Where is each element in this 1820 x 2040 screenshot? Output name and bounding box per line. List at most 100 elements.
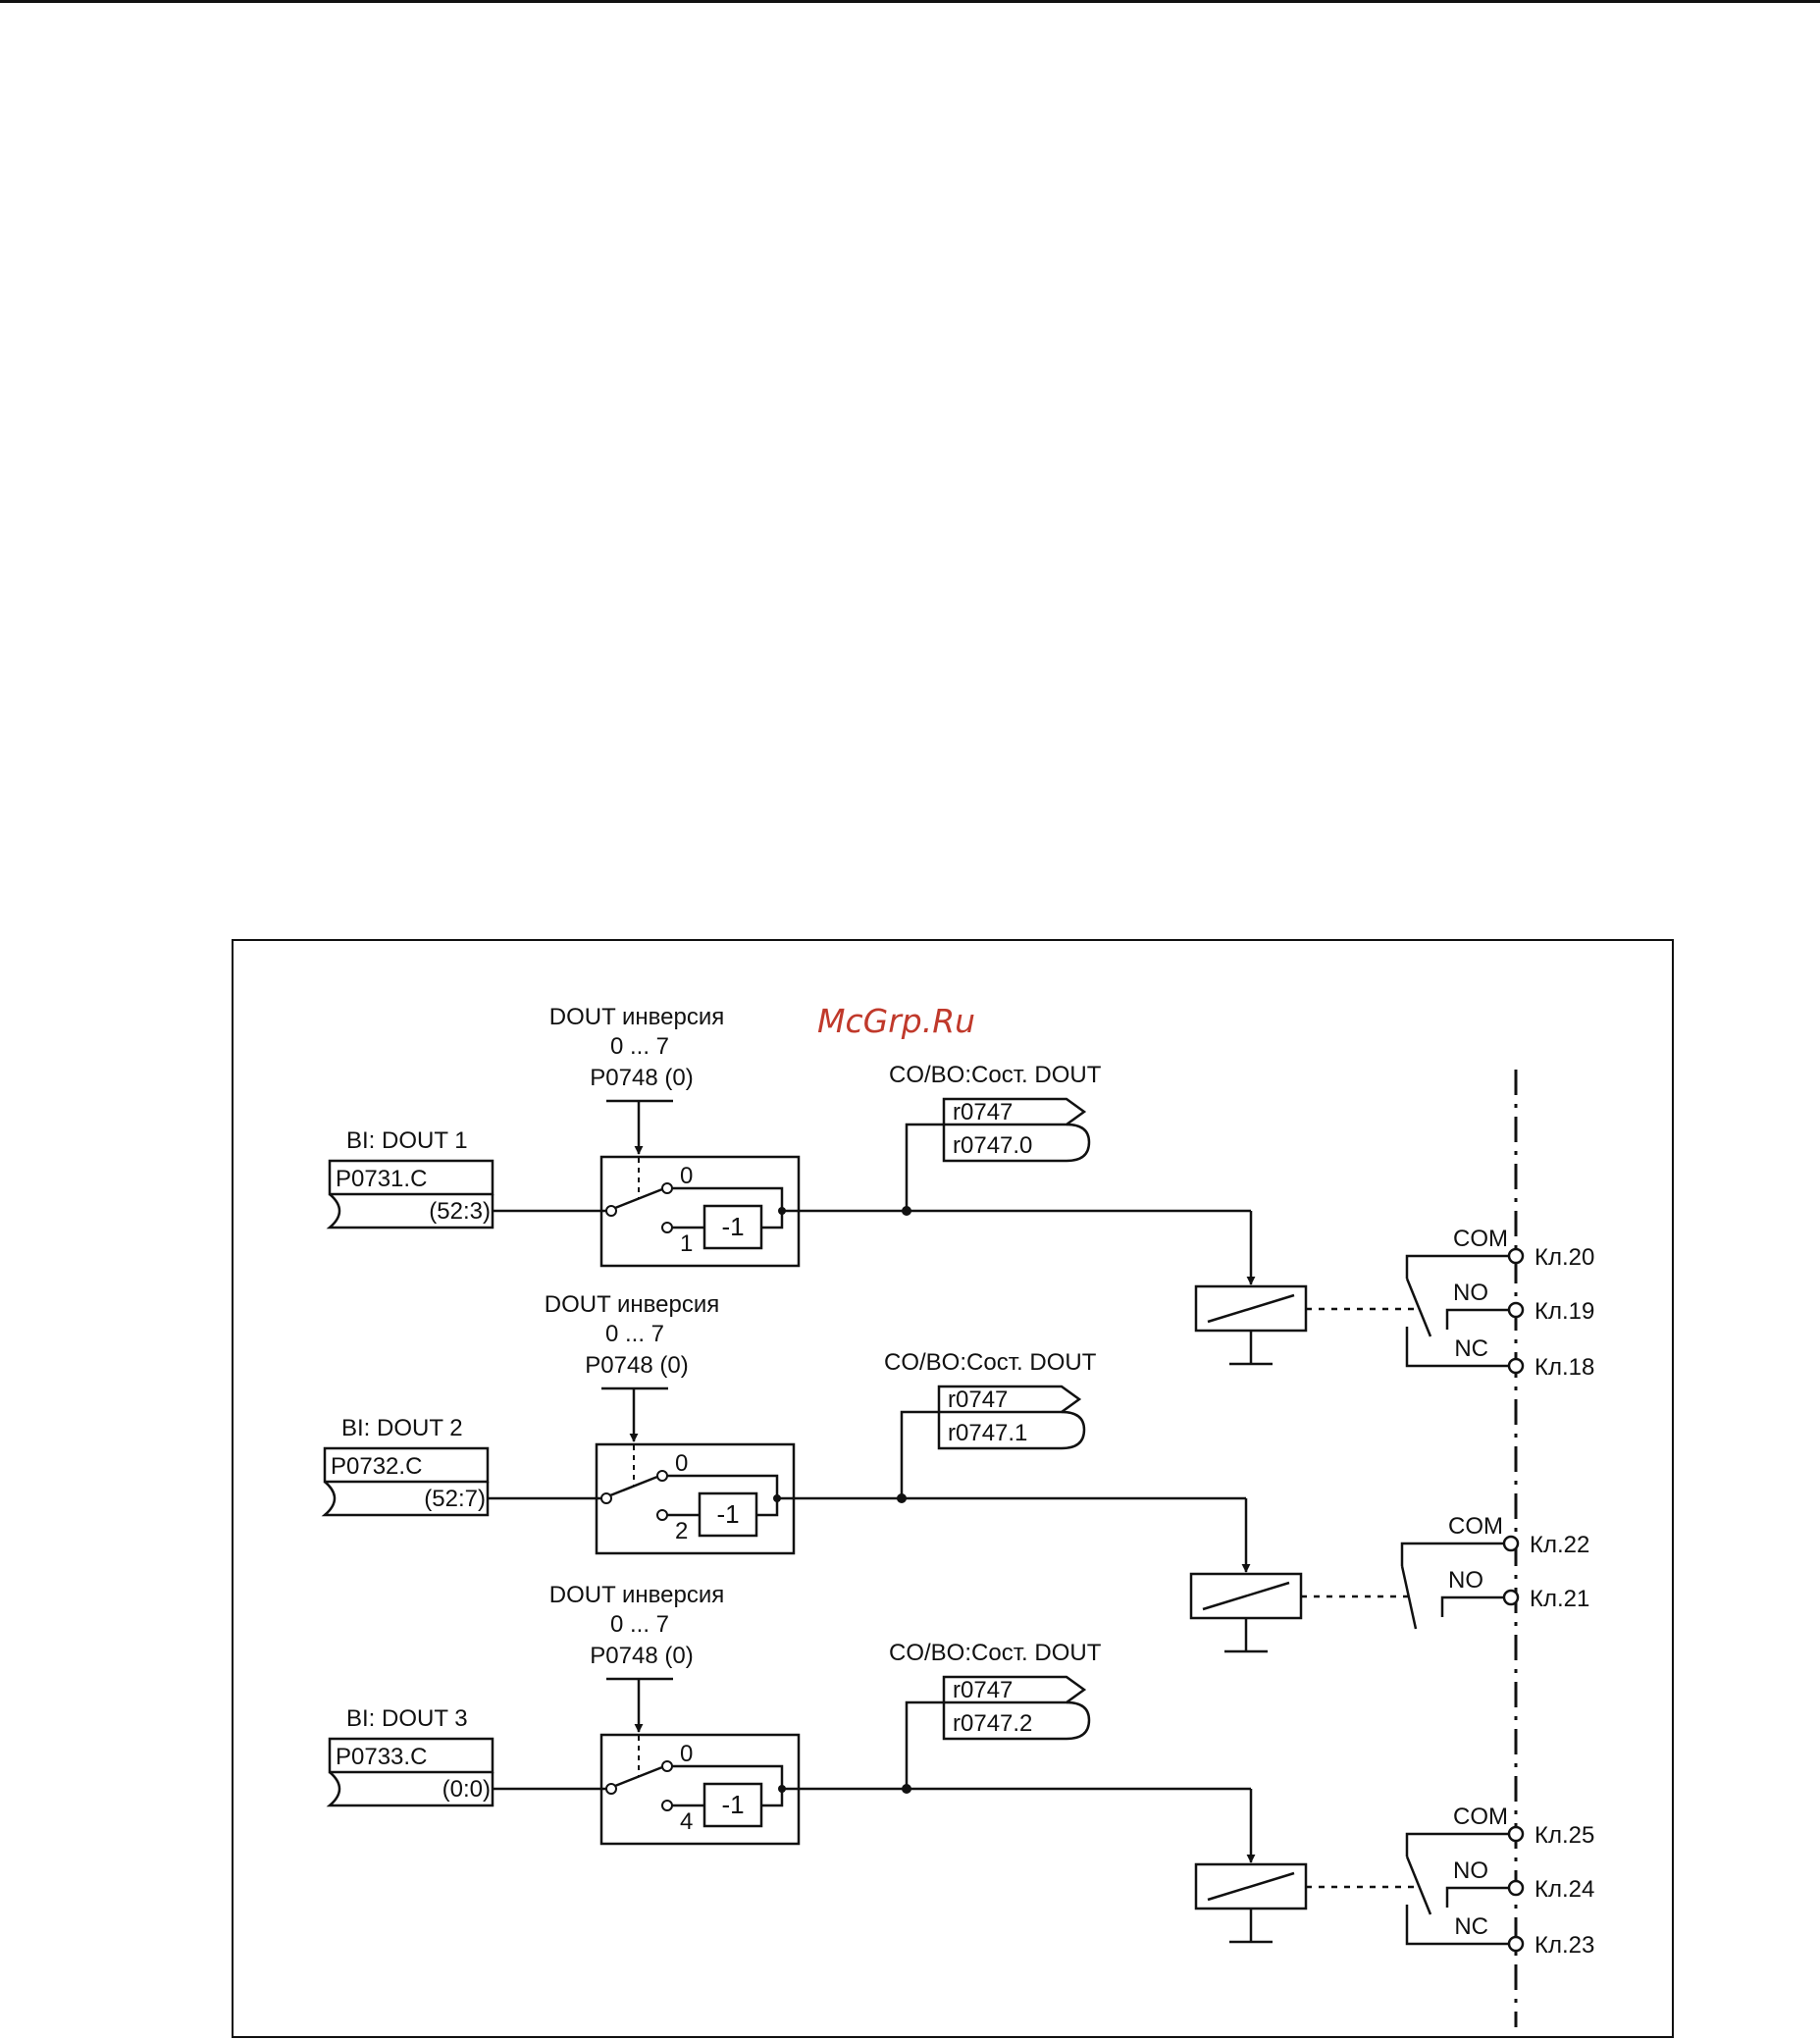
switch-contact-0	[656, 1470, 668, 1482]
param-box	[328, 1737, 494, 1774]
co-connector	[937, 1385, 1082, 1414]
channel-1: BI: DOUT 1 P0731.C(52:3) DOUT инверсия 0 ..…	[326, 1004, 1594, 1381]
contact-label-no: NO	[1453, 1280, 1488, 1306]
bo-connector	[942, 1700, 1091, 1741]
co-bo-title: CO/BO:Сост. DOUT	[884, 1349, 1097, 1376]
bi-label: BI: DOUT 3	[346, 1705, 468, 1732]
diagram-frame	[232, 939, 1674, 2038]
terminal-pin	[1507, 1301, 1525, 1319]
no-lead	[1445, 1886, 1511, 1908]
switch-label-bottom: 4	[680, 1808, 693, 1835]
terminal-pin	[1502, 1589, 1520, 1606]
terminal-label: Кл.19	[1534, 1298, 1594, 1325]
path-1	[761, 1789, 784, 1807]
switch-blade	[614, 1187, 663, 1210]
source-value: (52:7)	[424, 1486, 486, 1512]
path-0	[667, 1474, 779, 1498]
com-lead	[1400, 1542, 1506, 1566]
param-code: P0732.C	[331, 1453, 422, 1480]
inverter-label: -1	[716, 1499, 739, 1529]
inversion-range: 0 ... 7	[610, 1611, 669, 1638]
bo-connector	[942, 1123, 1091, 1163]
terminal-label: Кл.21	[1530, 1586, 1589, 1612]
bi-label: BI: DOUT 2	[341, 1415, 463, 1441]
contact-label-com: COM	[1453, 1804, 1508, 1830]
bo-param: r0747.2	[953, 1710, 1032, 1737]
switch-contact-1	[656, 1509, 668, 1521]
relay-coil-mark	[1202, 1581, 1290, 1611]
page-top-rule	[0, 0, 1820, 3]
nc-lead	[1405, 1327, 1511, 1368]
terminal-label: Кл.24	[1534, 1876, 1594, 1903]
co-param: r0747	[953, 1099, 1013, 1125]
channel-2: BI: DOUT 2 P0732.C(52:7) DOUT инверсия 0 ..…	[321, 1291, 1589, 1653]
channels: BI: DOUT 1 P0731.C(52:3) DOUT инверсия 0 ..…	[321, 1004, 1594, 1959]
inverter-label: -1	[721, 1212, 744, 1241]
branch-line	[905, 1700, 944, 1789]
switch-label-top: 0	[675, 1450, 688, 1477]
switch-label-top: 0	[680, 1163, 693, 1189]
terminal-label: Кл.23	[1534, 1932, 1594, 1959]
switch-pivot	[605, 1783, 617, 1795]
switch-contact-0	[661, 1760, 673, 1772]
bi-label: BI: DOUT 1	[346, 1127, 468, 1154]
com-lead	[1405, 1832, 1511, 1857]
no-lead	[1445, 1308, 1511, 1330]
inversion-param: P0748 (0)	[590, 1065, 693, 1091]
relay-coil-mark	[1207, 1871, 1295, 1902]
branch-line	[905, 1123, 944, 1211]
contact-label-no: NO	[1448, 1567, 1483, 1594]
moving-contact	[1405, 1278, 1432, 1337]
terminal-pin	[1507, 1825, 1525, 1843]
source-value: (52:3)	[429, 1198, 491, 1225]
watermark: McGrp.Ru	[817, 1002, 975, 1040]
com-lead	[1405, 1254, 1511, 1279]
switch-block	[595, 1442, 796, 1555]
terminal-pin	[1507, 1879, 1525, 1897]
switch-label-bottom: 1	[680, 1230, 693, 1257]
contact-label-nc: NC	[1454, 1913, 1488, 1940]
contact-label-nc: NC	[1454, 1335, 1488, 1362]
source-connector	[326, 1771, 494, 1807]
moving-contact	[1405, 1856, 1432, 1915]
co-param: r0747	[953, 1677, 1013, 1703]
co-connector	[942, 1675, 1087, 1704]
source-connector	[321, 1481, 490, 1517]
terminal-pin	[1502, 1535, 1520, 1552]
switch-label-bottom: 2	[675, 1518, 688, 1544]
bo-param: r0747.0	[953, 1132, 1032, 1159]
no-lead	[1440, 1595, 1506, 1617]
path-1	[761, 1211, 784, 1229]
switch-contact-0	[661, 1182, 673, 1194]
co-param: r0747	[948, 1386, 1008, 1413]
path-1	[756, 1498, 779, 1517]
terminal-pin	[1507, 1247, 1525, 1265]
inversion-title: DOUT инверсия	[549, 1004, 724, 1030]
switch-blade	[609, 1475, 658, 1497]
inversion-param: P0748 (0)	[590, 1643, 693, 1669]
switch-blade	[614, 1765, 663, 1788]
contact-label-no: NO	[1453, 1857, 1488, 1884]
co-connector	[942, 1097, 1087, 1126]
switch-label-top: 0	[680, 1741, 693, 1767]
param-code: P0731.C	[336, 1166, 427, 1192]
bo-connector	[937, 1410, 1086, 1450]
co-bo-title: CO/BO:Сост. DOUT	[889, 1640, 1102, 1666]
moving-contact	[1400, 1565, 1418, 1630]
terminal-label: Кл.22	[1530, 1532, 1589, 1558]
param-code: P0733.C	[336, 1744, 427, 1770]
switch-block	[599, 1155, 801, 1268]
terminal-label: Кл.25	[1534, 1822, 1594, 1849]
nc-lead	[1405, 1905, 1511, 1946]
inversion-range: 0 ... 7	[610, 1033, 669, 1060]
contact-label-com: COM	[1448, 1513, 1503, 1540]
co-bo-title: CO/BO:Сост. DOUT	[889, 1062, 1102, 1088]
branch-line	[900, 1410, 939, 1498]
terminal-pin	[1507, 1935, 1525, 1953]
inversion-param: P0748 (0)	[585, 1352, 688, 1379]
inversion-title: DOUT инверсия	[549, 1582, 724, 1608]
switch-pivot	[605, 1205, 617, 1217]
relay-coil-mark	[1207, 1293, 1295, 1324]
